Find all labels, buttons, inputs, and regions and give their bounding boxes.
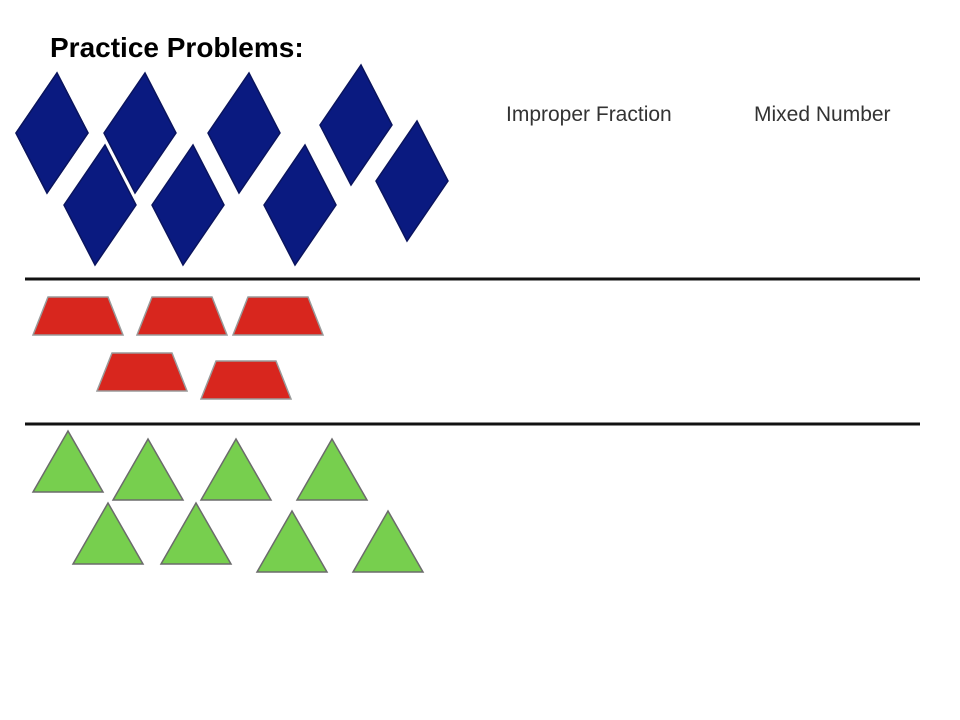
triangle-group	[31, 429, 425, 573]
triangle-shape	[31, 429, 105, 493]
trapezoid-shape	[95, 352, 189, 392]
trapezoid-shape	[199, 360, 293, 400]
triangle-shape	[71, 501, 145, 565]
rhombus-shape	[15, 71, 89, 195]
triangle-shape	[351, 509, 425, 573]
triangle-shape	[295, 437, 369, 501]
trapezoid-group	[31, 296, 325, 400]
rhombus-shape	[207, 71, 281, 195]
rhombus-shape	[319, 63, 393, 187]
triangle-shape	[159, 501, 233, 565]
trapezoid-shape	[135, 296, 229, 336]
rhombus-shape	[375, 119, 449, 243]
rhombus-shape	[63, 143, 137, 267]
triangle-shape	[255, 509, 329, 573]
mixed-number-header: Mixed Number	[754, 103, 891, 126]
trapezoid-shape	[31, 296, 125, 336]
improper-fraction-header: Improper Fraction	[506, 103, 672, 126]
rhombus-shape	[263, 143, 337, 267]
rhombus-group	[15, 63, 449, 267]
slide-title: Practice Problems:	[50, 32, 304, 63]
triangle-shape	[199, 437, 273, 501]
triangle-shape	[111, 437, 185, 501]
trapezoid-shape	[231, 296, 325, 336]
rhombus-shape	[103, 71, 177, 195]
rhombus-shape	[151, 143, 225, 267]
